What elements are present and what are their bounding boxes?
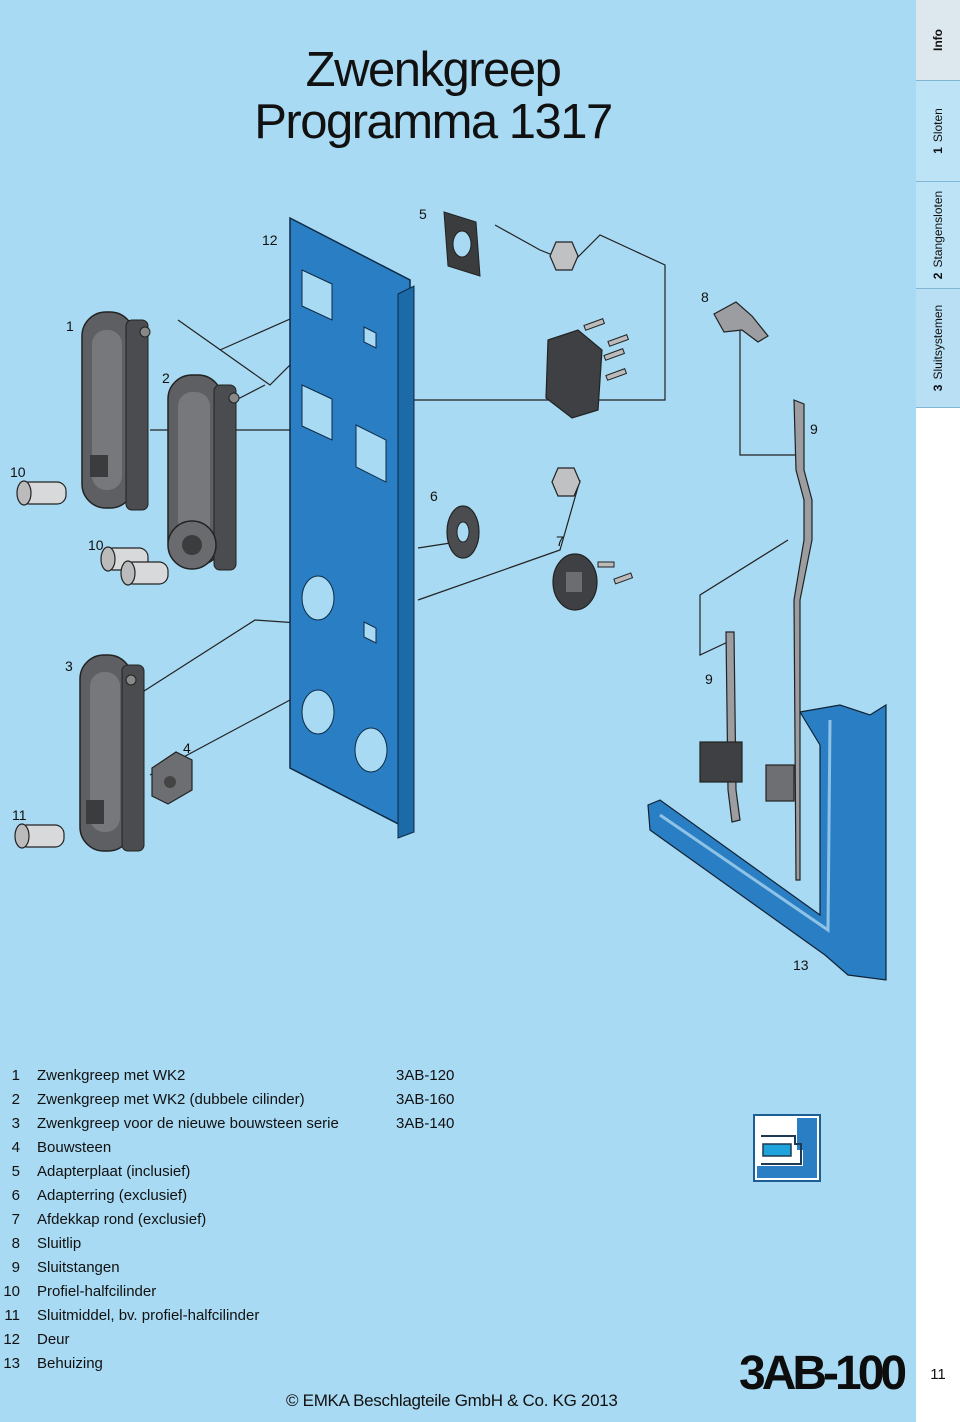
part-description: Sluitstangen [37, 1259, 120, 1276]
swing-handle-3 [79, 654, 145, 852]
callout-5: 5 [419, 206, 427, 222]
part-code: 3AB-120 [396, 1067, 455, 1084]
page-number: 11 [930, 1366, 946, 1383]
parts-row: 5 Adapterplaat (inclusief) [0, 1163, 560, 1187]
adapter-plate [443, 211, 481, 277]
part-description: Deur [37, 1331, 70, 1348]
callout-9b: 9 [705, 671, 713, 687]
parts-row: 4 Bouwsteen [0, 1139, 560, 1163]
part-description: Zwenkgreep voor de nieuwe bouwsteen seri… [37, 1115, 339, 1132]
callout-1: 1 [66, 318, 74, 334]
locking-rods [699, 399, 813, 881]
part-number: 4 [11, 1139, 20, 1156]
part-description: Adapterplaat (inclusief) [37, 1163, 191, 1180]
part-code: 3AB-140 [396, 1115, 455, 1132]
part-number: 11 [4, 1307, 20, 1324]
tab-sloten-number: 1 [931, 147, 945, 154]
closing-lip [713, 301, 769, 343]
part-number: 1 [11, 1067, 20, 1084]
callout-10b: 10 [88, 537, 104, 553]
part-number: 7 [11, 1211, 20, 1228]
parts-row: 12 Deur [0, 1331, 560, 1355]
page-title-line2: Programma 1317 [254, 95, 613, 149]
part-number: 8 [11, 1235, 20, 1252]
part-description: Bouwsteen [37, 1139, 112, 1156]
part-number: 2 [11, 1091, 20, 1108]
parts-row: 3 Zwenkgreep voor de nieuwe bouwsteen ser… [0, 1115, 560, 1139]
parts-row: 11 Sluitmiddel, bv. profiel-halfcilinder [0, 1307, 560, 1331]
part-description: Profiel-halfcilinder [37, 1283, 157, 1300]
part-description: Afdekkap rond (exclusief) [37, 1211, 207, 1228]
parts-row: 6 Adapterring (exclusief) [0, 1187, 560, 1211]
swing-handle-1 [81, 311, 151, 511]
parts-row: 2 Zwenkgreep met WK2 (dubbele cilinder) 3A… [0, 1091, 560, 1115]
part-number: 10 [3, 1283, 20, 1300]
profile-cylinders [14, 480, 169, 849]
part-number: 12 [3, 1331, 20, 1348]
callout-9a: 9 [810, 421, 818, 437]
swing-handle-2 [167, 374, 240, 571]
building-block [151, 751, 193, 805]
part-number: 13 [3, 1355, 20, 1372]
exploded-view-drawing [14, 211, 887, 981]
tab-stangensloten[interactable]: 2 Stangensloten [916, 182, 960, 289]
category-pictogram-icon [753, 1114, 821, 1182]
tab-stangensloten-label: Stangensloten [931, 190, 945, 268]
part-number: 3 [11, 1115, 20, 1132]
door-panel [289, 216, 415, 839]
cover-cap [552, 553, 634, 611]
part-description: Behuizing [37, 1355, 103, 1372]
callout-10a: 10 [10, 464, 26, 480]
adapter-ring [446, 505, 480, 559]
tab-sloten[interactable]: 1 Sloten [916, 81, 960, 182]
callout-8: 8 [701, 289, 709, 305]
callout-11: 11 [12, 807, 27, 823]
tab-info-label: Info [931, 29, 945, 51]
tab-stangensloten-number: 2 [931, 272, 945, 280]
parts-row: 8 Sluitlip [0, 1235, 560, 1259]
copyright-footer: © EMKA Beschlagteile GmbH & Co. KG 2013 [286, 1391, 618, 1410]
tab-sluitsystemen-label: Sluitsystemen [931, 304, 945, 380]
callout-4: 4 [183, 740, 191, 756]
part-number: 5 [11, 1163, 20, 1180]
parts-row: 13 Behuizing [0, 1355, 560, 1379]
parts-row: 7 Afdekkap rond (exclusief) [0, 1211, 560, 1235]
callout-13: 13 [793, 957, 809, 973]
part-description: Adapterring (exclusief) [37, 1187, 188, 1204]
part-description: Zwenkgreep met WK2 (dubbele cilinder) [37, 1091, 305, 1108]
callout-7: 7 [556, 533, 564, 549]
callout-2: 2 [162, 370, 170, 386]
part-code: 3AB-160 [396, 1091, 455, 1108]
parts-list: 1 Zwenkgreep met WK2 3AB-120 2 Zwenkgreep m… [0, 1067, 560, 1379]
square-block [545, 318, 630, 419]
page-title-line1: Zwenkgreep [305, 43, 562, 97]
hex-nuts [549, 241, 581, 497]
tab-sluitsystemen[interactable]: 3 Sluitsystemen [916, 289, 960, 408]
parts-row: 10 Profiel-halfcilinder [0, 1283, 560, 1307]
product-code: 3AB-100 [739, 1347, 907, 1400]
tab-info[interactable]: Info [916, 0, 960, 81]
parts-row: 9 Sluitstangen [0, 1259, 560, 1283]
part-description: Zwenkgreep met WK2 [37, 1067, 186, 1084]
callout-3: 3 [65, 658, 73, 674]
tab-sloten-label: Sloten [931, 108, 945, 143]
housing-frame [647, 703, 887, 981]
callout-12: 12 [262, 232, 278, 248]
part-number: 9 [11, 1259, 20, 1276]
parts-row: 1 Zwenkgreep met WK2 3AB-120 [0, 1067, 560, 1091]
part-description: Sluitlip [37, 1235, 82, 1252]
part-description: Sluitmiddel, bv. profiel-halfcilinder [37, 1307, 260, 1324]
part-number: 6 [11, 1187, 20, 1204]
callout-6: 6 [430, 488, 438, 504]
tab-sluitsystemen-number: 3 [931, 384, 945, 392]
